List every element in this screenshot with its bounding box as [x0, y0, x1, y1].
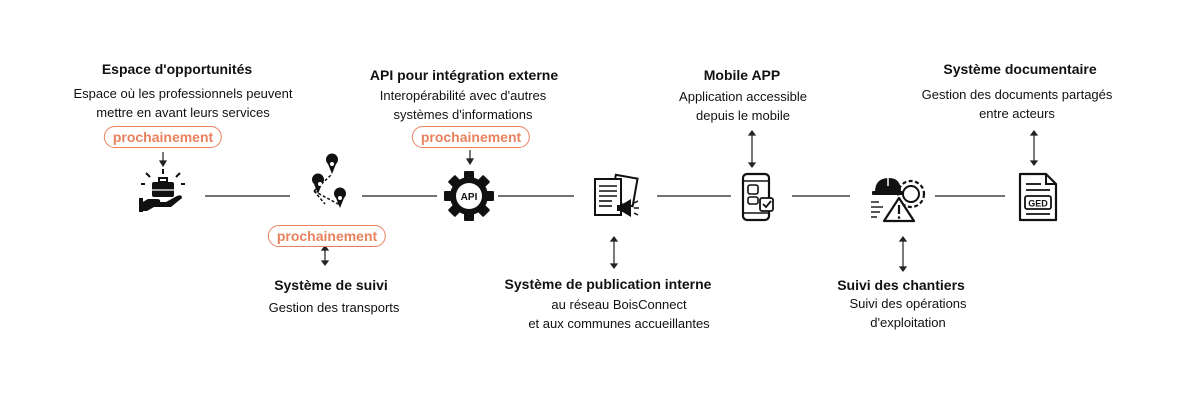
api-gear-icon: API — [444, 171, 494, 221]
node-title-publication: Système de publication interne — [504, 276, 712, 292]
map-route-icon — [312, 153, 346, 208]
node-title-chantiers: Suivi des chantiers — [837, 277, 965, 293]
description-line: Gestion des documents partagés — [921, 87, 1113, 102]
map-pin-icon — [312, 173, 324, 194]
node-description-publication: au réseau BoisConnect et aux communes ac… — [528, 295, 709, 333]
arrow-documentaire — [1029, 130, 1039, 166]
map-pin-icon — [334, 187, 346, 208]
node-description-mobile: Application accessible depuis le mobile — [679, 87, 807, 125]
description-line: d'exploitation — [870, 315, 946, 330]
node-title-api: API pour intégration externe — [369, 67, 559, 83]
description-line: depuis le mobile — [696, 108, 790, 123]
description-line: Application accessible — [679, 89, 807, 104]
description-line: mettre en avant leurs services — [96, 105, 270, 120]
node-title-mobile: Mobile APP — [703, 67, 781, 83]
hard-hat-icon — [872, 178, 903, 195]
arrow-mobile — [747, 130, 757, 168]
api-icon-label: API — [461, 192, 478, 203]
badge-prochainement-suivi: prochainement — [267, 225, 387, 247]
node-description-opportunites: Espace où les professionnels peuvent met… — [74, 84, 293, 122]
documents-megaphone-icon — [594, 173, 639, 217]
description-line: Gestion des transports — [268, 300, 400, 315]
node-title-opportunites: Espace d'opportunités — [101, 61, 253, 77]
node-description-chantiers: Suivi des opérations d'exploitation — [849, 294, 966, 332]
ged-icon-label: GED — [1028, 199, 1048, 209]
megaphone-icon — [617, 199, 639, 217]
badge-prochainement-api: prochainement — [411, 126, 531, 148]
helmet-warning-gear-icon — [871, 178, 926, 223]
warning-icon — [882, 196, 916, 223]
description-line: au réseau BoisConnect — [551, 297, 687, 312]
badge-prochainement-opportunites: prochainement — [103, 126, 223, 148]
briefcase-hand-icon — [139, 169, 185, 212]
arrow-down-api — [465, 150, 475, 166]
mobile-app-icon — [741, 172, 774, 222]
map-pin-icon — [326, 153, 338, 174]
ged-document-icon: GED — [1018, 172, 1058, 222]
node-description-suivi: Gestion des transports — [269, 298, 400, 317]
node-title-documentaire: Système documentaire — [943, 61, 1097, 77]
arrow-down-opportunites — [158, 152, 168, 168]
description-line: Suivi des opérations — [849, 296, 967, 311]
description-line: entre acteurs — [979, 106, 1055, 121]
description-line: Interopérabilité avec d'autres — [379, 88, 547, 103]
vertical-arrows — [158, 130, 1039, 272]
arrow-suivi — [320, 245, 330, 266]
arrow-publication — [609, 236, 619, 269]
node-title-suivi: Système de suivi — [274, 277, 388, 293]
description-line: et aux communes accueillantes — [528, 316, 710, 331]
description-line: systèmes d'informations — [393, 107, 533, 122]
description-line: Espace où les professionnels peuvent — [73, 86, 293, 101]
node-description-documentaire: Gestion des documents partagés entre act… — [922, 85, 1113, 123]
node-description-api: Interopérabilité avec d'autres systèmes … — [380, 86, 547, 124]
arrow-chantiers — [898, 236, 908, 272]
